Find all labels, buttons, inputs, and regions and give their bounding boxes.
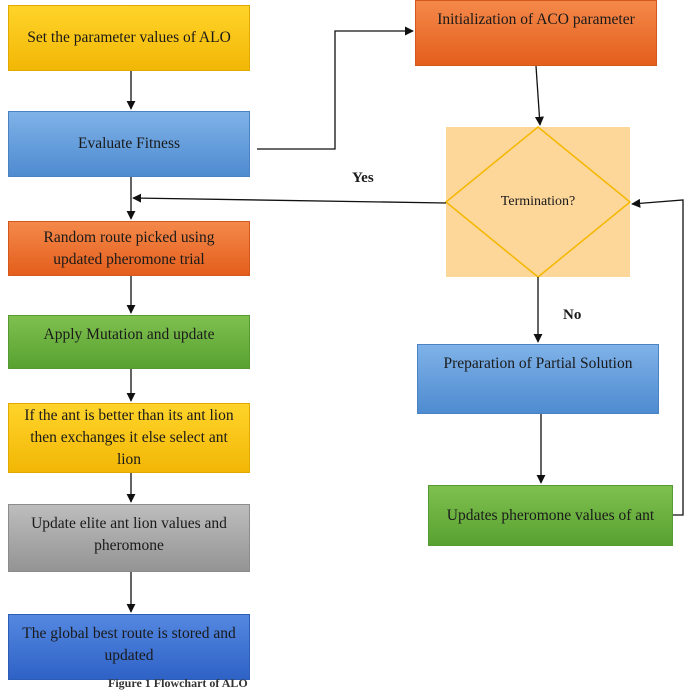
termination-label: Termination? [500, 194, 576, 209]
arrow-termination-yes [132, 193, 447, 204]
termination-decision-bg [446, 127, 630, 277]
no-label: No [563, 307, 582, 323]
update-elite-label: Update elite ant lion values and pheromo… [31, 515, 227, 554]
set-parameters-box: Set the parameter values of ALO [8, 5, 250, 71]
init-aco-label: Initialization of ACO parameter [437, 11, 635, 28]
ant-better-label: If the ant is better than its ant lion t… [24, 407, 234, 468]
update-pheromone-box: Updates pheromone values of ant [428, 485, 673, 546]
update-elite-box: Update elite ant lion values and pheromo… [8, 504, 250, 572]
random-route-box: Random route picked using updated pherom… [8, 221, 250, 276]
partial-solution-label: Preparation of Partial Solution [443, 355, 633, 372]
yes-label: Yes [352, 170, 374, 186]
global-best-box: The global best route is stored and upda… [8, 614, 250, 680]
partial-solution-box: Preparation of Partial Solution [417, 344, 659, 414]
termination-box: Termination? [446, 127, 630, 277]
figure-caption: Figure 1 Flowchart of ALO [108, 676, 248, 690]
evaluate-fitness-box: Evaluate Fitness [8, 111, 250, 177]
arrow-init-aco-to-termination [534, 65, 544, 126]
init-aco-box: Initialization of ACO parameter [415, 0, 657, 66]
set-parameters-label: Set the parameter values of ALO [27, 29, 231, 46]
apply-mutation-label: Apply Mutation and update [43, 326, 215, 343]
global-best-label: The global best route is stored and upda… [22, 625, 236, 664]
update-pheromone-label: Updates pheromone values of ant [446, 506, 655, 524]
arrow-evaluate-to-init-aco [257, 26, 414, 150]
evaluate-fitness-label: Evaluate Fitness [77, 135, 181, 152]
apply-mutation-box: Apply Mutation and update [8, 315, 250, 369]
random-route-label: Random route picked using updated pherom… [43, 228, 215, 268]
arrow-feedback-loop [631, 198, 684, 516]
ant-better-box: If the ant is better than its ant lion t… [8, 403, 250, 473]
